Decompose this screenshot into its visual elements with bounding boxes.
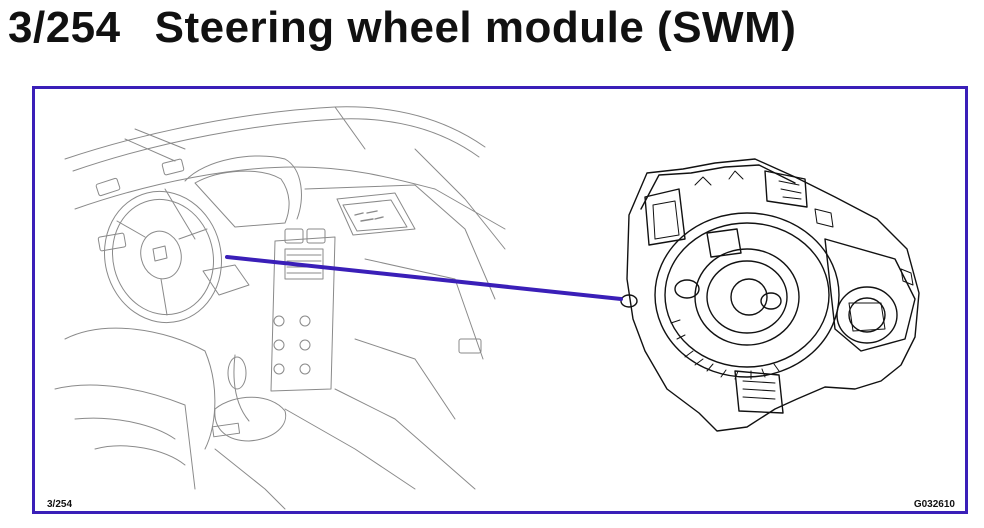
- illustration: [54, 106, 920, 510]
- illustration-frame: 3/254 G032610: [32, 86, 968, 514]
- pointer-line: [225, 255, 623, 301]
- figure-id: G032610: [913, 499, 955, 510]
- page-reference: 3/254: [47, 499, 73, 510]
- section-title: Steering wheel module (SWM): [154, 3, 797, 52]
- page-title: 3/254 Steering wheel module (SWM): [8, 2, 796, 54]
- section-number: 3/254: [8, 3, 121, 52]
- car-interior-drawing: [54, 106, 506, 510]
- steering-wheel-module-drawing: [620, 158, 920, 432]
